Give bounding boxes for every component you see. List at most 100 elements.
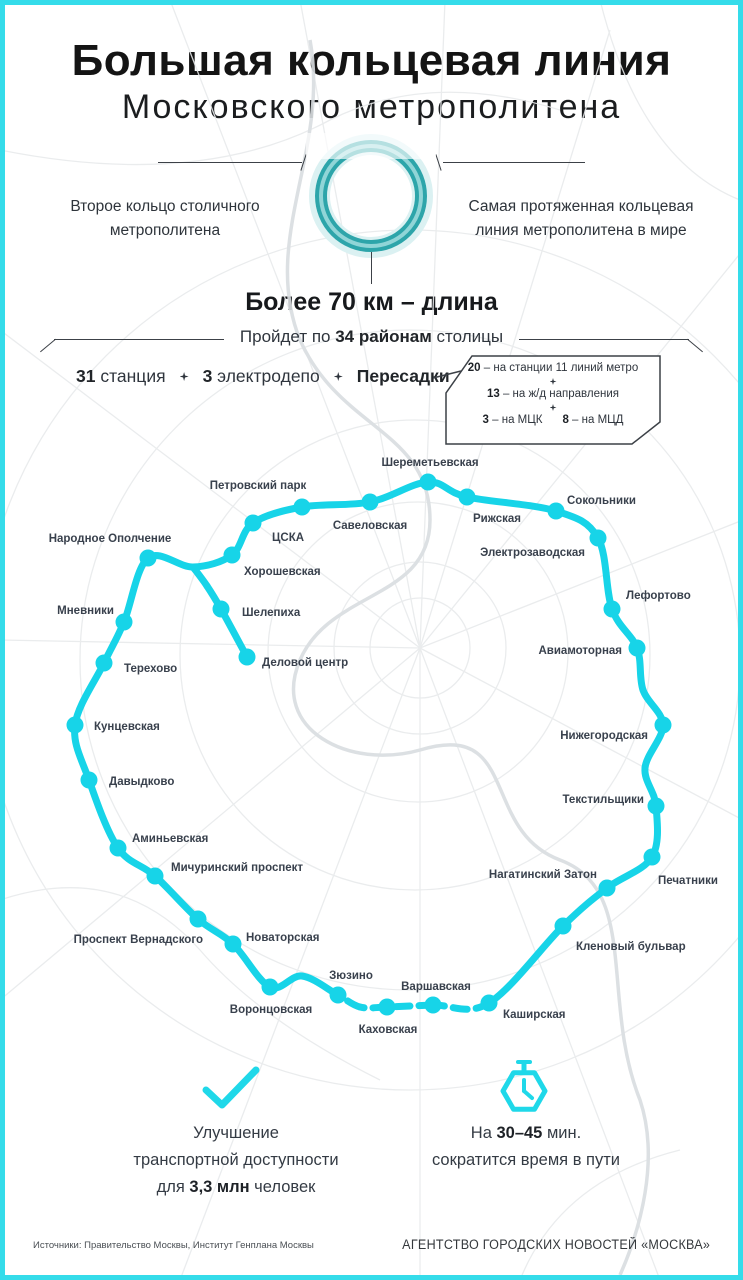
station-dot [361, 493, 379, 511]
station-label: Сокольники [567, 495, 636, 507]
bkl-ring-segment [229, 940, 274, 991]
station-label: Мичуринский проспект [171, 862, 303, 874]
station-dot [238, 648, 256, 666]
station-dot [189, 910, 207, 928]
station-dot [139, 549, 157, 567]
station-dot [329, 986, 347, 1004]
sources-note: Источники: Правительство Москвы, Институ… [33, 1240, 314, 1251]
transfers-mck-mcd: 3 – на МЦК 8 – на МЦД [482, 414, 624, 426]
bkl-ring-segment [559, 884, 611, 930]
bkl-ring-segment [366, 478, 432, 506]
station-dot [480, 994, 498, 1012]
station-dot [212, 600, 230, 618]
station-label: Шереметьевская [381, 457, 478, 469]
station-dot [95, 654, 113, 672]
left-fact-note: Второе кольцо столичного метрополитена [70, 198, 260, 239]
bkl-ring-segment [85, 776, 122, 852]
station-dot [244, 514, 262, 532]
station-dot [628, 639, 646, 657]
moskva-river [285, 39, 651, 1276]
station-label: Каховская [359, 1024, 418, 1036]
stopwatch-icon [500, 1060, 548, 1112]
station-label: Рижская [473, 513, 521, 525]
station-label: Варшавская [401, 981, 471, 993]
bkl-ring-segment [485, 922, 567, 1007]
station-label: Петровский парк [210, 480, 307, 492]
station-dot [146, 867, 164, 885]
station-label: Воронцовская [230, 1004, 312, 1016]
station-label: ЦСКА [272, 532, 304, 544]
station-label: Савеловская [333, 520, 407, 532]
station-dot [419, 473, 437, 491]
left-measure-line [158, 162, 302, 163]
station-label: Кленовый бульвар [576, 941, 686, 953]
accessibility-benefit: Улучшение транспортной доступности для 3… [133, 1124, 339, 1196]
station-dot [293, 498, 311, 516]
poster-subtitle: Московского метрополитена [121, 88, 622, 126]
transfers-metro: 20 – на станции 11 линий метро [467, 362, 639, 374]
station-dot [598, 879, 616, 897]
bkl-ring-segment [463, 493, 560, 515]
stations-count: 31 станция [76, 366, 166, 386]
bkl-ring-segment [298, 498, 374, 511]
station-label: Электрозаводская [480, 547, 585, 559]
station-label: Нижегородская [560, 730, 648, 742]
right-fact-note: Самая протяженная кольцевая линия метроп… [468, 198, 694, 239]
station-dot [115, 613, 133, 631]
bkl-ring-segment [71, 659, 108, 729]
transfers-label: Пересадки [356, 366, 450, 386]
station-label: Хорошевская [244, 566, 321, 578]
station-label: Проспект Вернадского [74, 934, 203, 946]
length-connector-line [371, 252, 372, 284]
station-label: Давыдково [109, 776, 174, 788]
station-dot [554, 917, 572, 935]
station-label: Текстильщики [562, 794, 644, 806]
station-dot [647, 797, 665, 815]
station-dot [80, 771, 98, 789]
districts-caption: Пройдет по 34 районам столицы [239, 327, 504, 346]
diamond-separator-icon [549, 378, 557, 385]
station-label: Шелепиха [242, 607, 301, 619]
station-label: Лефортово [626, 590, 691, 602]
station-dot [66, 716, 84, 734]
station-label: Новаторская [246, 932, 319, 944]
station-label: Деловой центр [262, 657, 348, 669]
station-dot [424, 996, 442, 1014]
station-dot [654, 716, 672, 734]
station-dot [458, 488, 476, 506]
travel-time-benefit: На 30–45 мин. сократится время в пути [431, 1124, 621, 1169]
station-label: Народное Ополчение [49, 533, 172, 545]
transfers-box-outline [432, 355, 661, 445]
station-label: Зюзино [329, 970, 373, 982]
station-dot [223, 546, 241, 564]
stats-row: 31 станция 3 электродепо Пересадки [76, 366, 450, 387]
ring-emblem-icon [306, 133, 436, 258]
station-label: Каширская [503, 1009, 566, 1021]
station-label: Печатники [658, 875, 718, 887]
poster-title: Большая кольцевая линия [71, 36, 672, 85]
diamond-separator-icon [333, 372, 343, 381]
station-dot [261, 978, 279, 996]
bracket-right-line [519, 339, 689, 340]
station-dot [589, 529, 607, 547]
station-label: Аминьевская [132, 833, 208, 845]
transfers-rail: 13 – на ж/д направления [486, 388, 620, 400]
right-measure-line [443, 162, 585, 163]
diamond-separator-icon [179, 372, 189, 381]
station-label: Мневники [57, 605, 114, 617]
station-label: Авиамоторная [538, 645, 622, 657]
station-label: Терехово [124, 663, 177, 675]
bkl-ring-segment [151, 872, 202, 923]
station-dot [603, 600, 621, 618]
station-dot [547, 502, 565, 520]
diamond-separator-icon [549, 404, 557, 411]
agency-credit: АГЕНТСТВО ГОРОДСКИХ НОВОСТЕЙ «МОСКВА» [401, 1237, 710, 1252]
station-dot [109, 839, 127, 857]
station-label: Кунцевская [94, 721, 160, 733]
bracket-left-line [54, 339, 224, 340]
station-dot [643, 848, 661, 866]
